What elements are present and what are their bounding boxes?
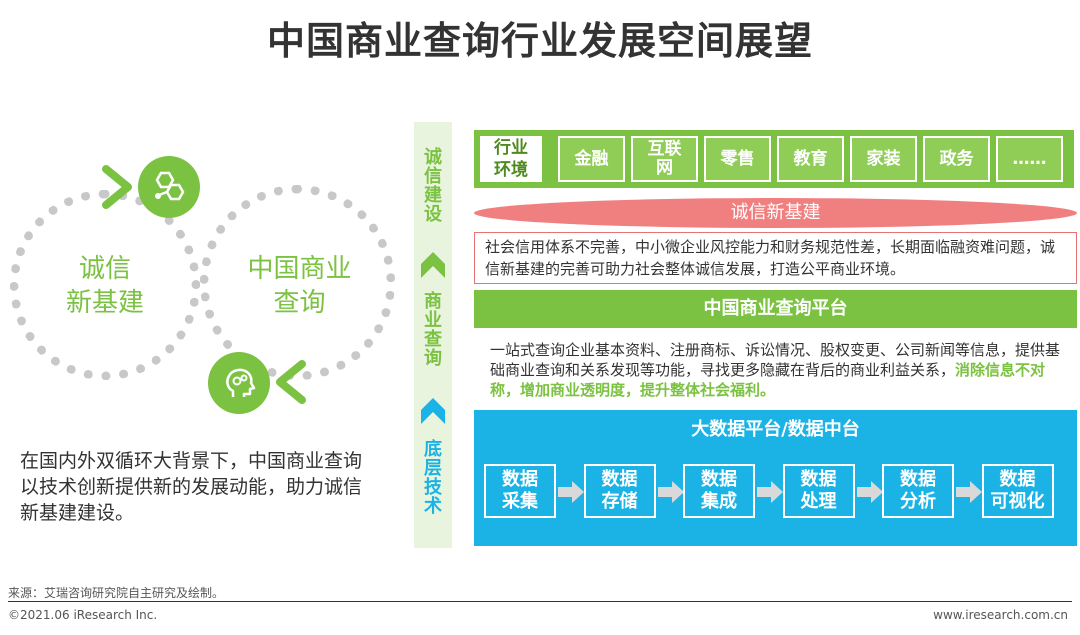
vlabel-bottom-chars: 底层技术 <box>414 440 452 516</box>
vlabel-char: 术 <box>424 496 442 517</box>
bigdata-step-line1: 数据 <box>900 469 936 490</box>
bigdata-step-line2: 集成 <box>701 491 737 512</box>
site-url: www.iresearch.com.cn <box>933 608 1068 622</box>
bigdata-step-line1: 数据 <box>601 469 638 490</box>
bigdata-step-line2: 处理 <box>800 491 837 512</box>
bigdata-step: 数据处理 <box>782 464 855 518</box>
bigdata-step: 数据集成 <box>683 464 755 518</box>
label-credit-construction: 诚信建设 <box>414 148 452 224</box>
vlabel-char: 诚 <box>424 147 442 168</box>
vlabel-char: 信 <box>424 166 442 187</box>
env-item-home-decor: 家装 <box>850 136 917 182</box>
cycle-right-line1: 中国商业 <box>247 254 352 284</box>
bigdata-step: 数据采集 <box>484 464 556 518</box>
cycle-left-text: 诚信 新基建 <box>45 252 165 320</box>
platform-bar: 中国商业查询平台 <box>474 290 1077 328</box>
bigdata-step-line2: 分析 <box>900 491 936 512</box>
vlabel-char: 技 <box>424 477 442 498</box>
vlabel-char: 商 <box>424 291 442 312</box>
arrow-right-icon <box>856 481 883 503</box>
bigdata-step: 数据可视化 <box>981 464 1054 518</box>
label-underlying-tech: 底层技术 <box>414 440 452 516</box>
env-internet-line2: 网 <box>656 158 673 178</box>
vlabel-char: 建 <box>424 185 442 206</box>
bigdata-step-line1: 数据 <box>502 469 538 490</box>
credit-infra-text: 社会信用体系不完善，中小微企业风控能力和财务规范性差，长期面临融资难问题，诚信新… <box>474 232 1077 284</box>
platform-highlight: 消除信息不对称，增加商业透明度，提升整体社会福利。 <box>490 361 1046 399</box>
env-item-more: …… <box>996 136 1063 182</box>
arrow-right-icon <box>757 481 783 503</box>
env-item-retail: 零售 <box>704 136 771 182</box>
env-item-government: 政务 <box>923 136 990 182</box>
footer-divider <box>8 601 1072 602</box>
hexagon-network-icon <box>138 156 200 218</box>
vlabel-char: 设 <box>424 204 442 225</box>
chevron-up-icon <box>421 252 445 278</box>
chevron-up-icon <box>421 398 445 424</box>
bigdata-step-line1: 数据 <box>800 469 837 490</box>
vlabel-char: 层 <box>424 458 442 479</box>
label-business-query: 商业查询 <box>414 292 452 368</box>
vlabel-char: 业 <box>424 310 442 331</box>
bigdata-step-line2: 存储 <box>601 491 638 512</box>
arrow-right-icon <box>956 481 982 503</box>
vlabel-char: 查 <box>424 329 442 350</box>
vlabel-char: 底 <box>424 439 442 460</box>
cycle-left-line2: 新基建 <box>65 288 144 318</box>
bigdata-panel <box>474 410 1077 546</box>
env-label-line2: 环境 <box>494 160 528 180</box>
bigdata-step-line1: 数据 <box>999 469 1036 490</box>
source-note: 来源：艾瑞咨询研究院自主研究及绘制。 <box>8 586 225 600</box>
cycle-right-line2: 查询 <box>273 288 326 318</box>
env-item-finance: 金融 <box>558 136 625 182</box>
arrow-right-icon <box>657 481 684 503</box>
env-label-line1: 行业 <box>494 138 528 158</box>
copyright: ©2021.06 iResearch Inc. <box>8 608 158 622</box>
arrow-right-icon <box>558 481 584 503</box>
vlabel-char: 询 <box>424 348 442 369</box>
layer-label-column <box>414 122 452 548</box>
chevron-left-icon <box>276 360 306 404</box>
head-gears-icon <box>208 352 270 414</box>
env-item-internet: 互联网 <box>631 136 698 182</box>
bigdata-step-line1: 数据 <box>701 469 737 490</box>
platform-description: 一站式查询企业基本资料、注册商标、诉讼情况、股权变更、公司新闻等信息，提供基础商… <box>490 341 1061 379</box>
vlabel-middle-chars: 商业查询 <box>414 292 452 368</box>
env-internet-line1: 互联 <box>647 139 682 159</box>
bigdata-step-line2: 采集 <box>502 491 538 512</box>
bigdata-step-line2: 可视化 <box>990 491 1045 512</box>
page-title: 中国商业查询行业发展空间展望 <box>266 19 813 63</box>
env-item-education: 教育 <box>777 136 844 182</box>
cycle-right-text: 中国商业 查询 <box>232 252 367 320</box>
description-text: 在国内外双循环大背景下，中国商业查询以技术创新提供新的发展动能，助力诚信新基建建… <box>20 450 363 524</box>
bigdata-title: 大数据平台/数据中台 <box>691 419 860 440</box>
cycle-left-line1: 诚信 <box>78 254 131 284</box>
credit-infra-ellipse: 诚信新基建 <box>474 198 1077 228</box>
bigdata-step: 数据存储 <box>583 464 656 518</box>
left-dotted-circle <box>10 190 200 380</box>
right-dotted-circle <box>200 185 395 380</box>
industry-environment-label: 行业 环境 <box>480 136 542 182</box>
platform-text: 一站式查询企业基本资料、注册商标、诉讼情况、股权变更、公司新闻等信息，提供基础商… <box>474 340 1077 400</box>
chevron-right-icon <box>102 165 132 209</box>
vlabel-top-chars: 诚信建设 <box>414 148 452 224</box>
bigdata-step: 数据分析 <box>882 464 954 518</box>
